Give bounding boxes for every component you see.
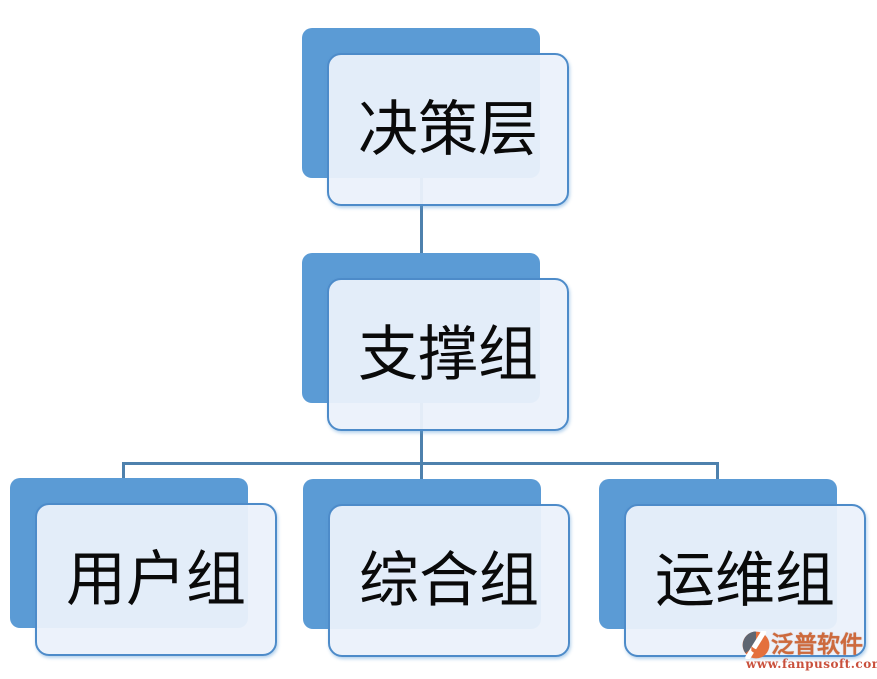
- connector-drop-left: [122, 462, 125, 481]
- brand-url: www.fanpusoft.com: [746, 657, 877, 671]
- node-general-group: 综合组: [303, 479, 571, 658]
- connector-support-branch: [420, 399, 423, 465]
- node-front-shape: 支撑组: [327, 278, 569, 431]
- node-front-shape: 运维组: [624, 504, 866, 657]
- connector-decision-support: [420, 177, 423, 255]
- node-decision-layer: 决策层: [302, 28, 570, 207]
- node-front-shape: 用户组: [35, 503, 277, 656]
- node-label: 支撑组: [358, 319, 538, 390]
- node-user-group: 用户组: [10, 478, 278, 657]
- fanpu-watermark: 泛普软件 www.fanpusoft.com: [742, 629, 877, 671]
- fanpu-logo-icon: [742, 629, 770, 661]
- node-label: 用户组: [66, 544, 246, 615]
- node-ops-group: 运维组: [599, 479, 867, 658]
- node-label: 综合组: [359, 545, 539, 616]
- node-support-group: 支撑组: [302, 253, 570, 432]
- connector-drop-center: [420, 462, 423, 481]
- connector-drop-right: [716, 462, 719, 481]
- brand-name: 泛普软件: [771, 631, 863, 658]
- node-front-shape: 决策层: [327, 53, 569, 206]
- node-label: 决策层: [358, 94, 538, 165]
- node-label: 运维组: [655, 545, 835, 616]
- node-front-shape: 综合组: [328, 504, 570, 657]
